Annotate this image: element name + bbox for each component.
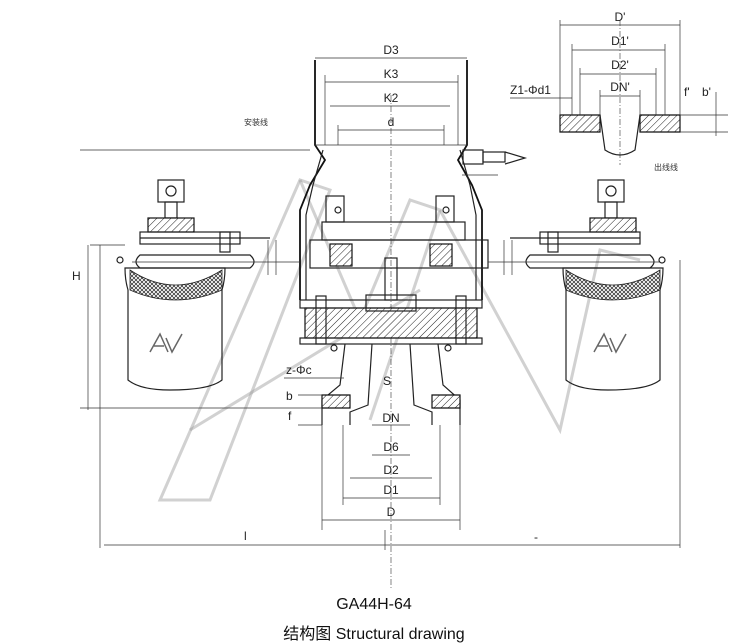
float-logo-left [149,332,183,354]
dim-label-K2: K2 [384,91,399,105]
dim-label-d: d [388,115,395,129]
valve-body [299,257,483,425]
model-caption: GA44H-64 [336,596,412,613]
dim-label-L2: - [534,530,538,544]
dim-label-D3: D3 [383,43,399,57]
dim-label-D1: D1 [383,483,399,497]
dim-label-S: S [383,374,391,388]
dim-label-H: H [72,269,81,283]
dimension-lines [80,24,728,550]
note-right-level: 出线线 [654,162,678,172]
dim-label-D1-prime: D1' [611,34,629,48]
dim-label-K3: K3 [384,67,399,81]
dim-label-D-prime: D' [615,10,626,24]
dim-label-bolt-prime: Z1-Φd1 [510,83,551,97]
dim-label-DN-prime: DN' [610,80,630,94]
dim-label-D6: D6 [383,440,399,454]
dim-label-b-prime: b' [702,85,711,99]
dim-label-D2-prime: D2' [611,58,629,72]
watermark-logo [157,178,641,502]
valve-bonnet [299,60,489,590]
note-left-level: 安装线 [244,117,268,127]
bonnet-side-fitting [462,149,528,176]
float-logo-right [593,332,627,354]
right-float-ball [488,179,666,391]
dim-label-f-prime: f' [684,85,690,99]
drawing-title: 结构图 Structural drawing [283,626,465,643]
dim-label-D: D [387,505,396,519]
dim-label-L: l [244,529,247,543]
dim-label-b: b [286,389,293,403]
dim-label-bolt: z-Φc [286,363,312,377]
dim-label-f: f [288,409,292,423]
dim-label-DN: DN [382,411,399,425]
dim-label-D2: D2 [383,463,399,477]
left-float-ball [116,179,300,391]
